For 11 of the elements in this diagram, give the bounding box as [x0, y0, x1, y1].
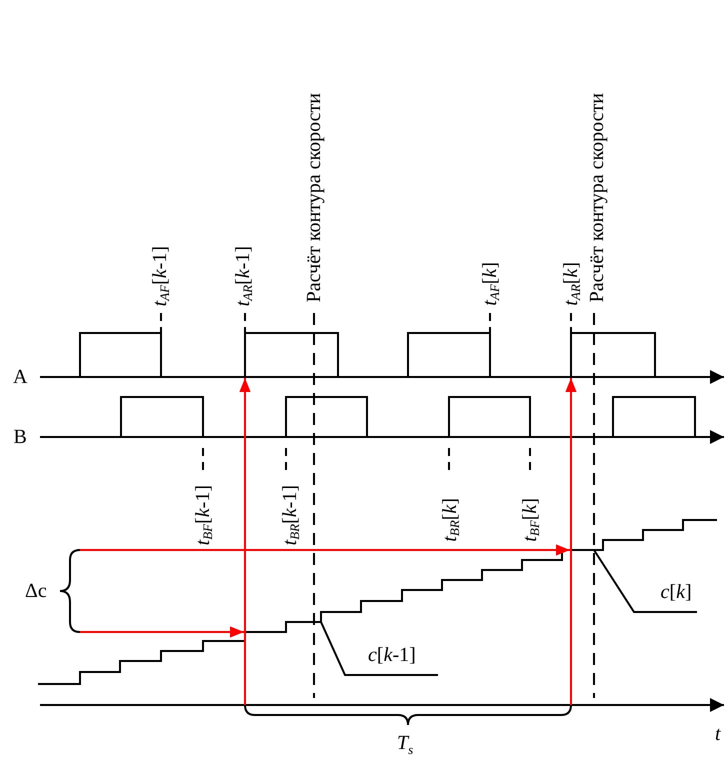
leader-line — [320, 622, 438, 676]
axis-label: t — [715, 724, 721, 744]
value-label: c[k] — [660, 582, 692, 602]
annotation-text: Расчёт контура скорости — [587, 93, 607, 302]
delta-label: Δc — [25, 581, 47, 601]
leader-line — [593, 549, 697, 613]
annotation-text: Расчёт контура скорости — [304, 93, 324, 302]
period-label: T$_{s}$ — [397, 732, 414, 756]
value-label: c[k-1] — [368, 645, 416, 665]
signal-name: B — [14, 427, 27, 447]
signal-name: A — [13, 367, 28, 387]
